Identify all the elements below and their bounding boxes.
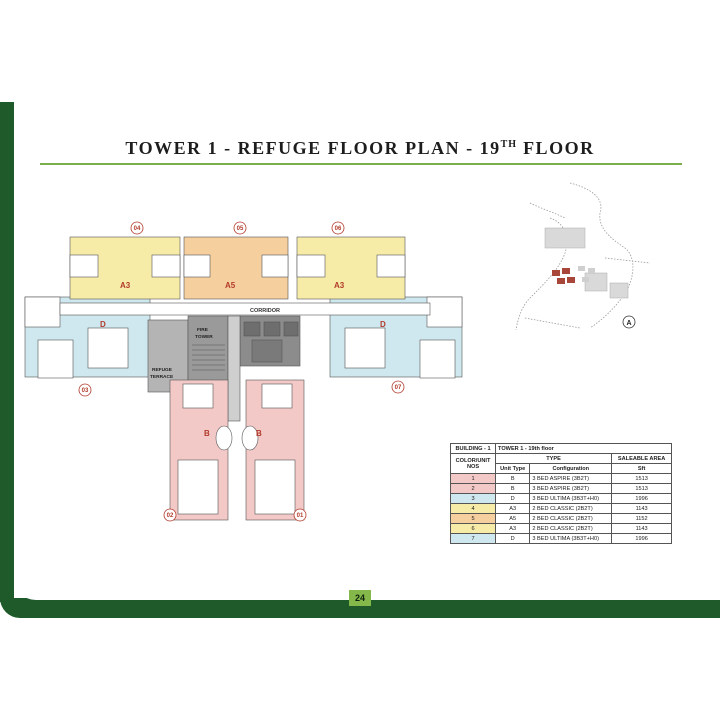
- th-type: TYPE: [494, 453, 613, 464]
- title-underline: [40, 163, 682, 165]
- compass-icon: A: [622, 315, 636, 329]
- th-building: BUILDING - 1: [450, 443, 496, 454]
- table-row: 7 D 3 BED ULTIMA (3B3T+H0) 1996: [450, 533, 672, 544]
- unit-number-06: 06: [335, 226, 342, 232]
- th-sft: Sft: [611, 463, 672, 474]
- unit-type-b-right: B: [256, 429, 262, 438]
- table-row: 2 B 3 BED ASPIRE (3B2T) 1513: [450, 483, 672, 494]
- th-configuration: Configuration: [529, 463, 613, 474]
- unit-number-03: 03: [82, 388, 89, 394]
- left-green-band: [0, 102, 14, 602]
- unit-number-04: 04: [134, 226, 141, 232]
- th-unit-type: Unit Type: [494, 463, 531, 474]
- unit-type-a5: A5: [225, 281, 236, 290]
- tower-1-highlight: [552, 268, 575, 284]
- unit-number-01: 01: [297, 513, 304, 519]
- unit-number-07: 07: [395, 385, 402, 391]
- corridor: [59, 302, 431, 316]
- table-row: 5 A5 2 BED CLASSIC (2B2T) 1152: [450, 513, 672, 524]
- unit-type-b-left: B: [204, 429, 210, 438]
- unit-type-a3-left: A3: [120, 281, 131, 290]
- page-number: 24: [349, 590, 371, 606]
- refuge-terrace-label-1: REFUGE: [152, 367, 173, 373]
- site-key-map: A: [515, 182, 651, 331]
- fire-tower-label-2: TOWER: [195, 334, 213, 340]
- unit-table: BUILDING - 1 TOWER 1 - 19th floor COLOR/…: [450, 443, 672, 544]
- floor-plan: CORRIDOR FIRE TOWER REFUGE TERRACE A3 A5…: [24, 221, 463, 522]
- unit-type-a3-right: A3: [334, 281, 345, 290]
- unit-type-d-left: D: [100, 320, 106, 329]
- page-title: TOWER 1 - REFUGE FLOOR PLAN - 19TH FLOOR: [125, 138, 595, 158]
- table-row: 1 B 3 BED ASPIRE (3B2T) 1513: [450, 473, 672, 484]
- fire-tower-label-1: FIRE: [197, 327, 209, 333]
- fire-tower: [187, 315, 229, 387]
- unit-type-d-right: D: [380, 320, 386, 329]
- unit-number-02: 02: [167, 513, 174, 519]
- refuge-terrace-label-2: TERRACE: [150, 374, 174, 380]
- th-tower: TOWER 1 - 19th floor: [495, 443, 672, 454]
- th-color-unit: COLOR/UNIT NOS: [450, 453, 496, 474]
- table-row: 3 D 3 BED ULTIMA (3B3T+H0) 1996: [450, 493, 672, 504]
- corridor-label: CORRIDOR: [250, 308, 280, 314]
- table-row: 6 A3 2 BED CLASSIC (2B2T) 1143: [450, 523, 672, 534]
- th-saleable: SALEABLE AREA: [611, 453, 672, 464]
- bottom-green-band: [0, 598, 720, 618]
- unit-number-05: 05: [237, 226, 244, 232]
- compass-label: A: [627, 320, 632, 327]
- table-row: 4 A3 2 BED CLASSIC (2B2T) 1143: [450, 503, 672, 514]
